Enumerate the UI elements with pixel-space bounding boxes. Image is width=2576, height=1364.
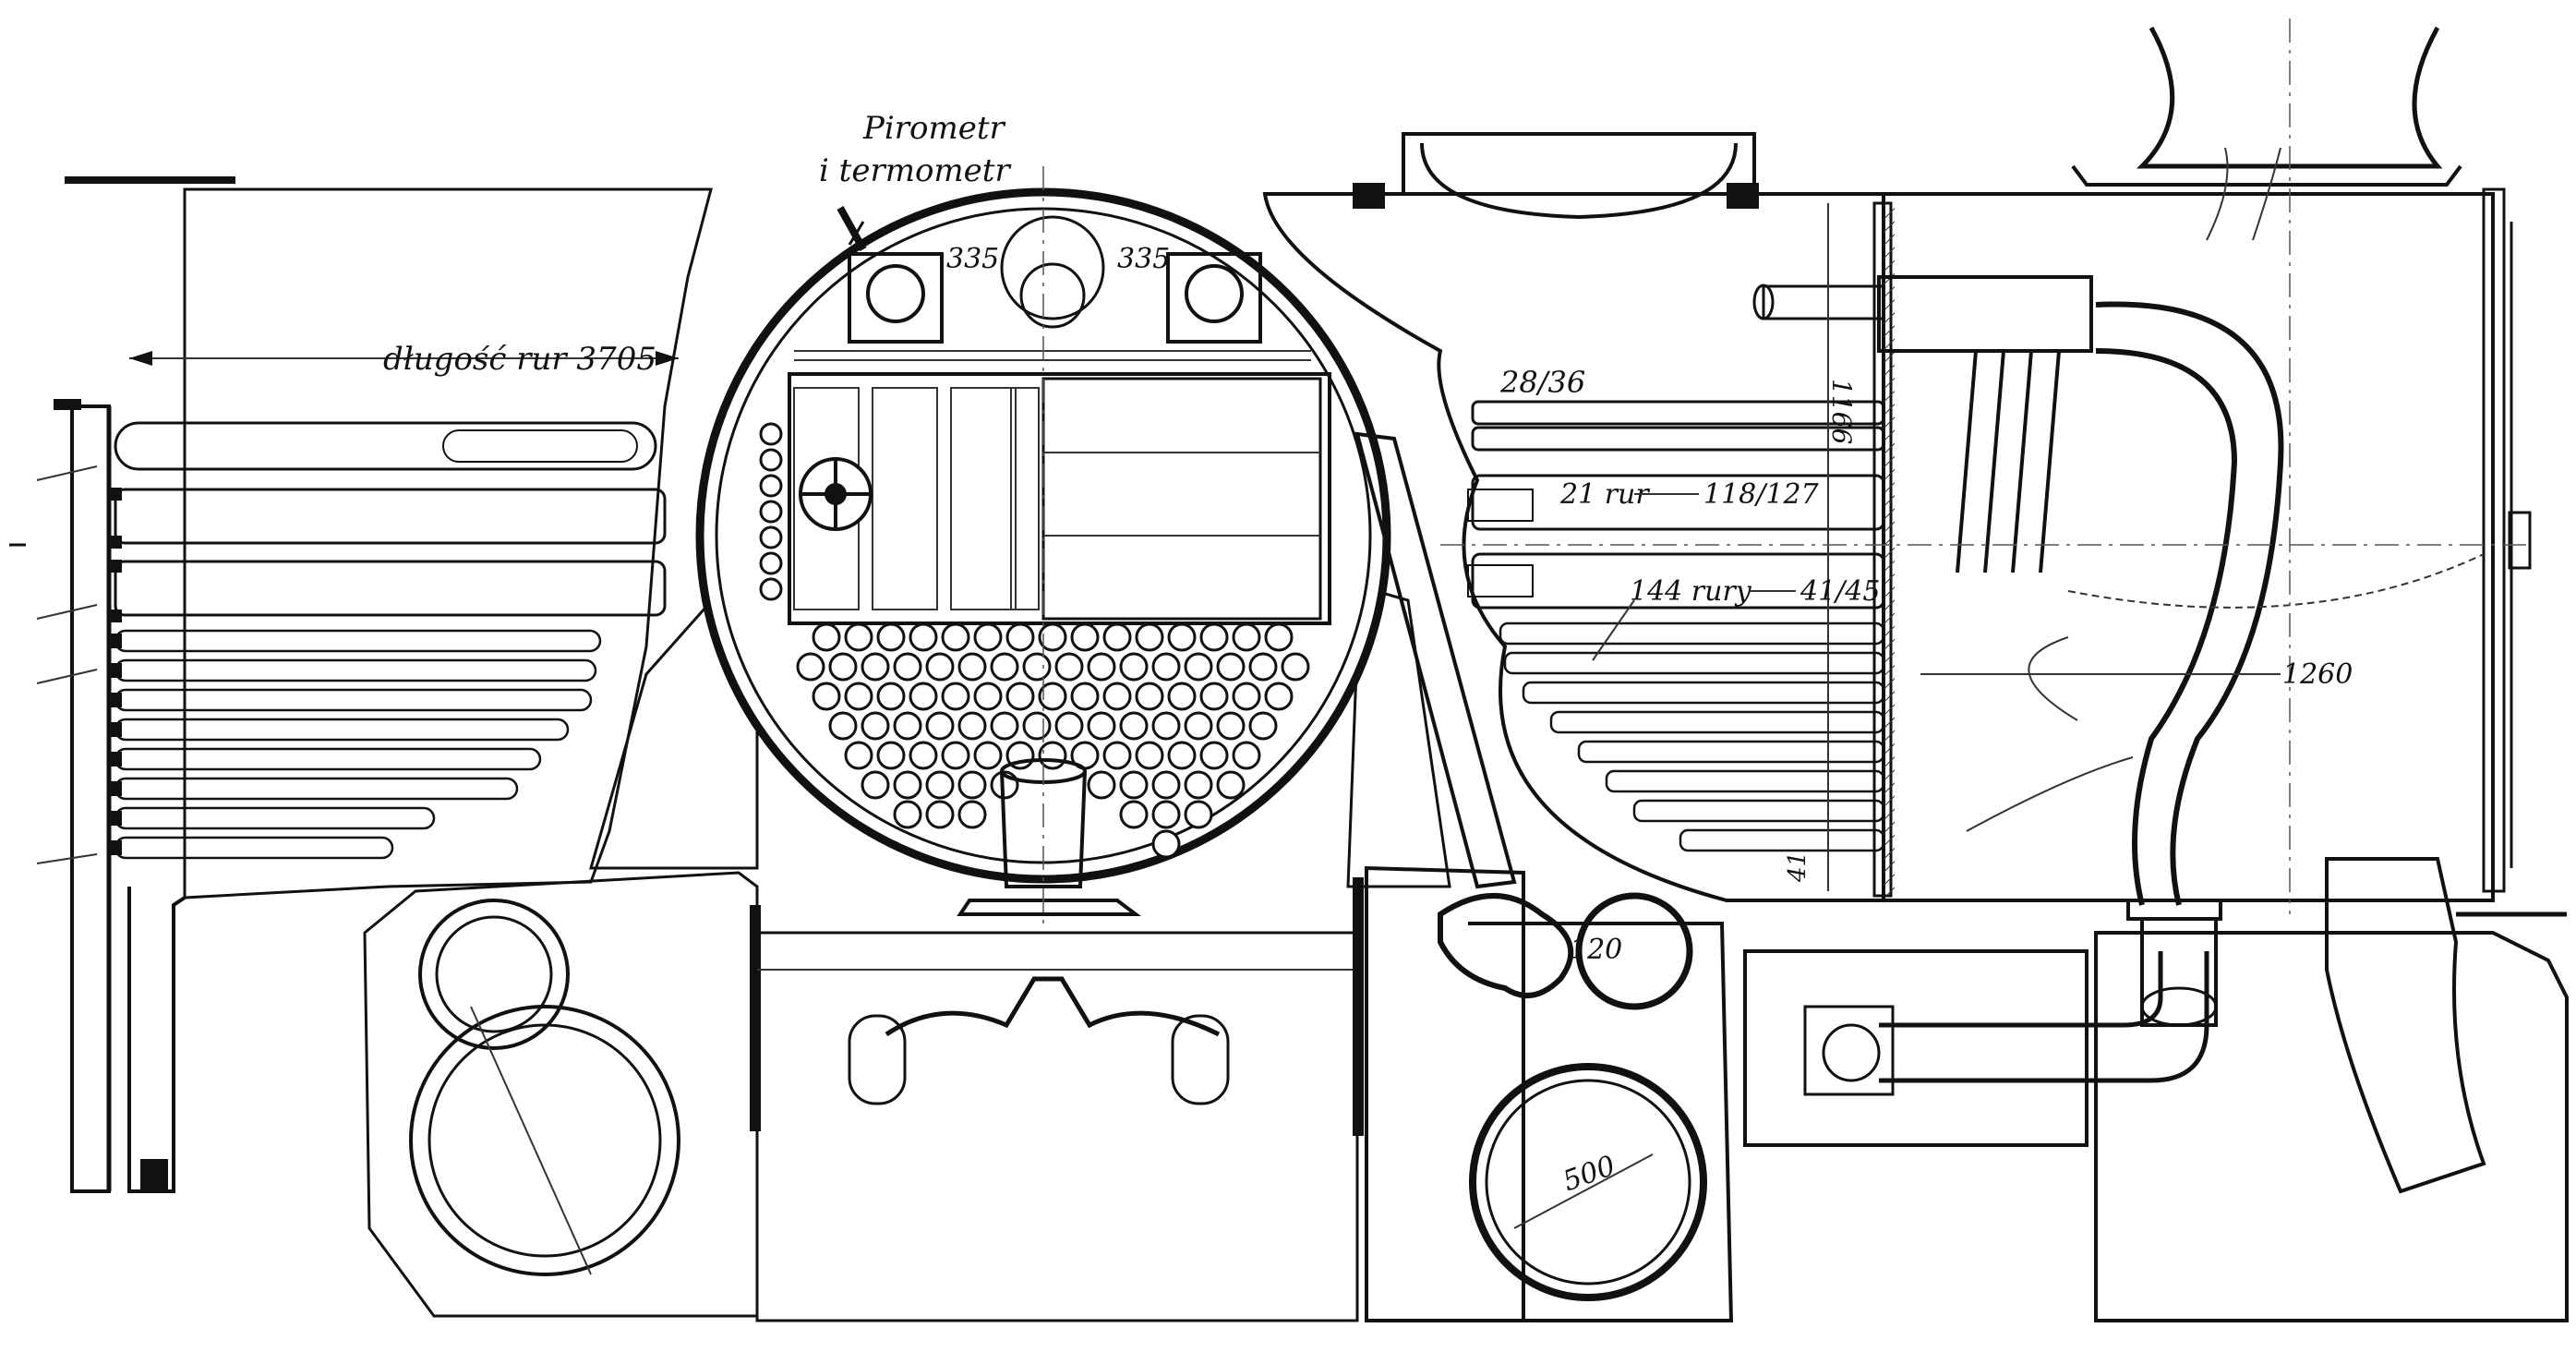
tube-length-label: długość rur 3705 [383, 341, 656, 378]
pyrometer-label: Pirometr [862, 110, 1005, 147]
tubes-144-label: 144 rury [1630, 575, 1752, 608]
dim-118-127: 118/127 [1703, 478, 1820, 511]
dim-1260: 1260 [2282, 658, 2353, 691]
dim-41: 41 [1784, 851, 1812, 883]
dim-335-right: 335 [1117, 243, 1170, 275]
small-boiler-tubes [114, 629, 602, 860]
large-flue-tubes [114, 421, 667, 617]
thermometer-label: i termometr [819, 152, 1011, 189]
dim-28-36: 28/36 [1499, 365, 1585, 400]
boiler-tube-grid [796, 622, 1310, 859]
smokebox-small-tubes [1499, 622, 1885, 852]
dim-120: 120 [1570, 934, 1622, 966]
dim-1166: 1166 [1826, 379, 1857, 444]
dim-41-45: 41/45 [1800, 575, 1880, 608]
left-tube-section: długość rur 3705 [9, 176, 713, 1193]
cylinder-block: 120 500 [363, 865, 1734, 1322]
dim-500: 500 [1559, 1150, 1619, 1198]
boiler-cross-section: 335 335 Pirometr i termometr [589, 110, 1517, 916]
smokebox-section: 1166 41 28/36 21 rur 118/127 144 rury 41… [1042, 18, 2569, 1322]
dim-335-left: 335 [946, 243, 999, 275]
smokebox-flues [1467, 400, 1885, 610]
